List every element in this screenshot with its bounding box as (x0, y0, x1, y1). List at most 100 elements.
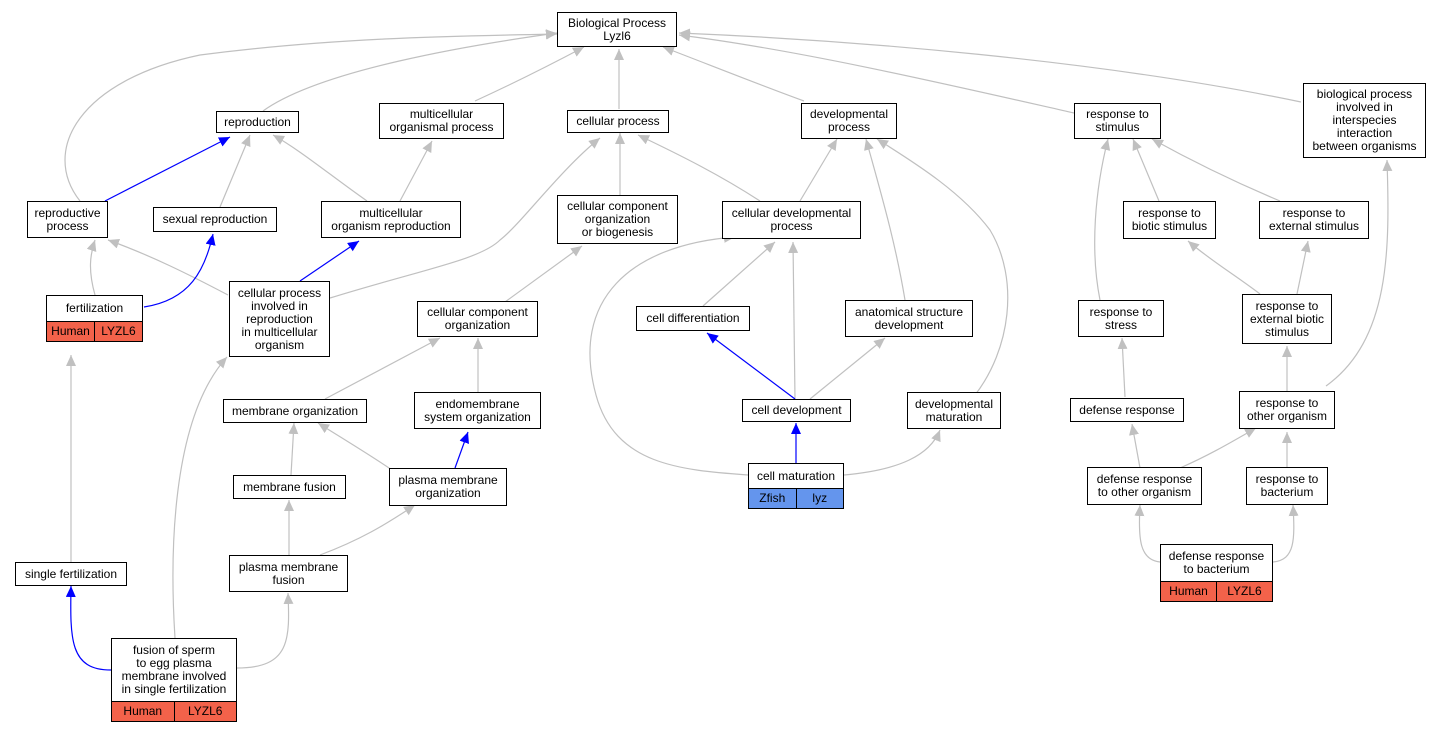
node-label: Biological Process Lyzl6 (567, 15, 667, 43)
node-cellular-developmental-process[interactable]: cellular developmental process (722, 201, 861, 239)
edge (236, 592, 294, 669)
species-cell: Zfish (749, 489, 796, 508)
node-response-to-stimulus[interactable]: response to stimulus (1074, 103, 1161, 139)
node-developmental-process[interactable]: developmental process (801, 103, 897, 139)
edge (1272, 504, 1299, 563)
node-label: defense response to bacterium (1168, 549, 1265, 576)
node-label: fertilization (65, 301, 124, 315)
node-response-to-bacterium[interactable]: response to bacterium (1246, 467, 1328, 505)
edge (678, 28, 1302, 103)
node-label: response to stress (1089, 304, 1153, 332)
node-label: fusion of sperm to egg plasma membrane i… (121, 643, 227, 696)
edge (107, 238, 229, 296)
edge (1117, 337, 1128, 398)
edge (876, 138, 1009, 396)
node-label: response to bacterium (1255, 472, 1319, 499)
node-reproductive-process[interactable]: reproductive process (27, 201, 108, 238)
node-membrane-organization[interactable]: membrane organization (223, 399, 367, 423)
node-cellular-component-org-biogenesis[interactable]: cellular component organization or bioge… (557, 195, 678, 244)
species-cell: Human (1161, 582, 1216, 601)
edge (1134, 504, 1161, 563)
node-label: reproductive process (34, 205, 101, 233)
edge (788, 241, 799, 400)
node-label: multicellular organismal process (389, 107, 494, 134)
node-root[interactable]: Biological Process Lyzl6 (557, 12, 677, 47)
edge (843, 429, 941, 476)
edge (262, 29, 558, 112)
species-cell: Human (47, 322, 94, 341)
edge (317, 422, 393, 471)
edge (799, 138, 838, 202)
node-label: cellular process (576, 114, 660, 128)
node-label: anatomical structure development (854, 304, 964, 332)
edge (319, 504, 416, 556)
edge (1187, 240, 1261, 295)
node-multicellular-organismal-process[interactable]: multicellular organismal process (379, 103, 504, 139)
node-plasma-membrane-fusion[interactable]: plasma membrane fusion (229, 555, 348, 592)
node-label: multicellular organism reproduction (331, 205, 451, 233)
node-anatomical-structure-development[interactable]: anatomical structure development (845, 300, 973, 337)
node-response-to-biotic-stimulus[interactable]: response to biotic stimulus (1123, 201, 1216, 239)
node-membrane-fusion[interactable]: membrane fusion (233, 475, 346, 499)
node-label: reproduction (224, 114, 291, 129)
edge (662, 46, 805, 102)
edge (219, 134, 251, 208)
node-label: developmental maturation (914, 396, 994, 424)
node-plasma-membrane-organization[interactable]: plasma membrane organization (389, 468, 507, 506)
edge (1179, 427, 1257, 469)
node-label: endomembrane system organization (424, 396, 531, 424)
node-label: defense response (1079, 402, 1175, 417)
node-response-to-stress[interactable]: response to stress (1078, 300, 1164, 337)
edge (589, 232, 749, 476)
node-defense-response-to-other-organism[interactable]: defense response to other organism (1087, 467, 1202, 505)
edge (65, 585, 112, 671)
edge (1151, 138, 1281, 202)
edge (86, 239, 97, 296)
node-multicellular-organism-reproduction[interactable]: multicellular organism reproduction (321, 201, 461, 238)
gene-cell: LYZL6 (1216, 582, 1272, 601)
node-defense-response[interactable]: defense response (1070, 398, 1184, 422)
node-label: membrane fusion (243, 479, 336, 494)
edge (172, 356, 228, 639)
edge (637, 134, 761, 202)
edge (1129, 423, 1141, 469)
node-bp-interspecies[interactable]: biological process involved in interspec… (1303, 83, 1426, 158)
node-sexual-reproduction[interactable]: sexual reproduction (153, 207, 277, 232)
edge (809, 337, 886, 400)
edge (299, 240, 360, 282)
edge (678, 31, 1075, 114)
node-cellular-process[interactable]: cellular process (567, 110, 669, 133)
edge (864, 138, 906, 301)
species-cell: Human (112, 702, 174, 721)
node-fusion-sperm-egg[interactable]: fusion of sperm to egg plasma membrane i… (111, 638, 237, 722)
node-cellular-component-organization[interactable]: cellular component organization (417, 301, 538, 337)
edge (1296, 240, 1311, 295)
node-cellular-process-reproduction[interactable]: cellular process involved in reproductio… (229, 281, 330, 357)
node-label: response to other organism (1246, 396, 1328, 423)
node-label: cellular developmental process (731, 206, 852, 233)
node-label: cellular component organization (427, 305, 528, 332)
node-label: cellular process involved in reproductio… (237, 285, 322, 352)
node-response-to-other-organism[interactable]: response to other organism (1239, 391, 1335, 429)
edge (504, 245, 583, 303)
node-cell-differentiation[interactable]: cell differentiation (636, 306, 750, 331)
edge (272, 134, 368, 202)
node-response-to-external-stimulus[interactable]: response to external stimulus (1259, 201, 1369, 239)
edge (706, 332, 796, 400)
node-label: membrane organization (231, 403, 359, 418)
node-label: plasma membrane fusion (238, 559, 339, 587)
node-label: cellular component organization or bioge… (567, 199, 668, 239)
node-developmental-maturation[interactable]: developmental maturation (907, 392, 1001, 429)
node-label: biological process involved in interspec… (1312, 87, 1417, 153)
node-cell-development[interactable]: cell development (742, 399, 851, 422)
node-label: response to biotic stimulus (1131, 206, 1208, 233)
node-single-fertilization[interactable]: single fertilization (15, 562, 127, 586)
node-reproduction[interactable]: reproduction (216, 111, 299, 133)
node-response-to-external-biotic-stimulus[interactable]: response to external biotic stimulus (1242, 294, 1332, 344)
node-endomembrane-system-organization[interactable]: endomembrane system organization (414, 392, 541, 429)
